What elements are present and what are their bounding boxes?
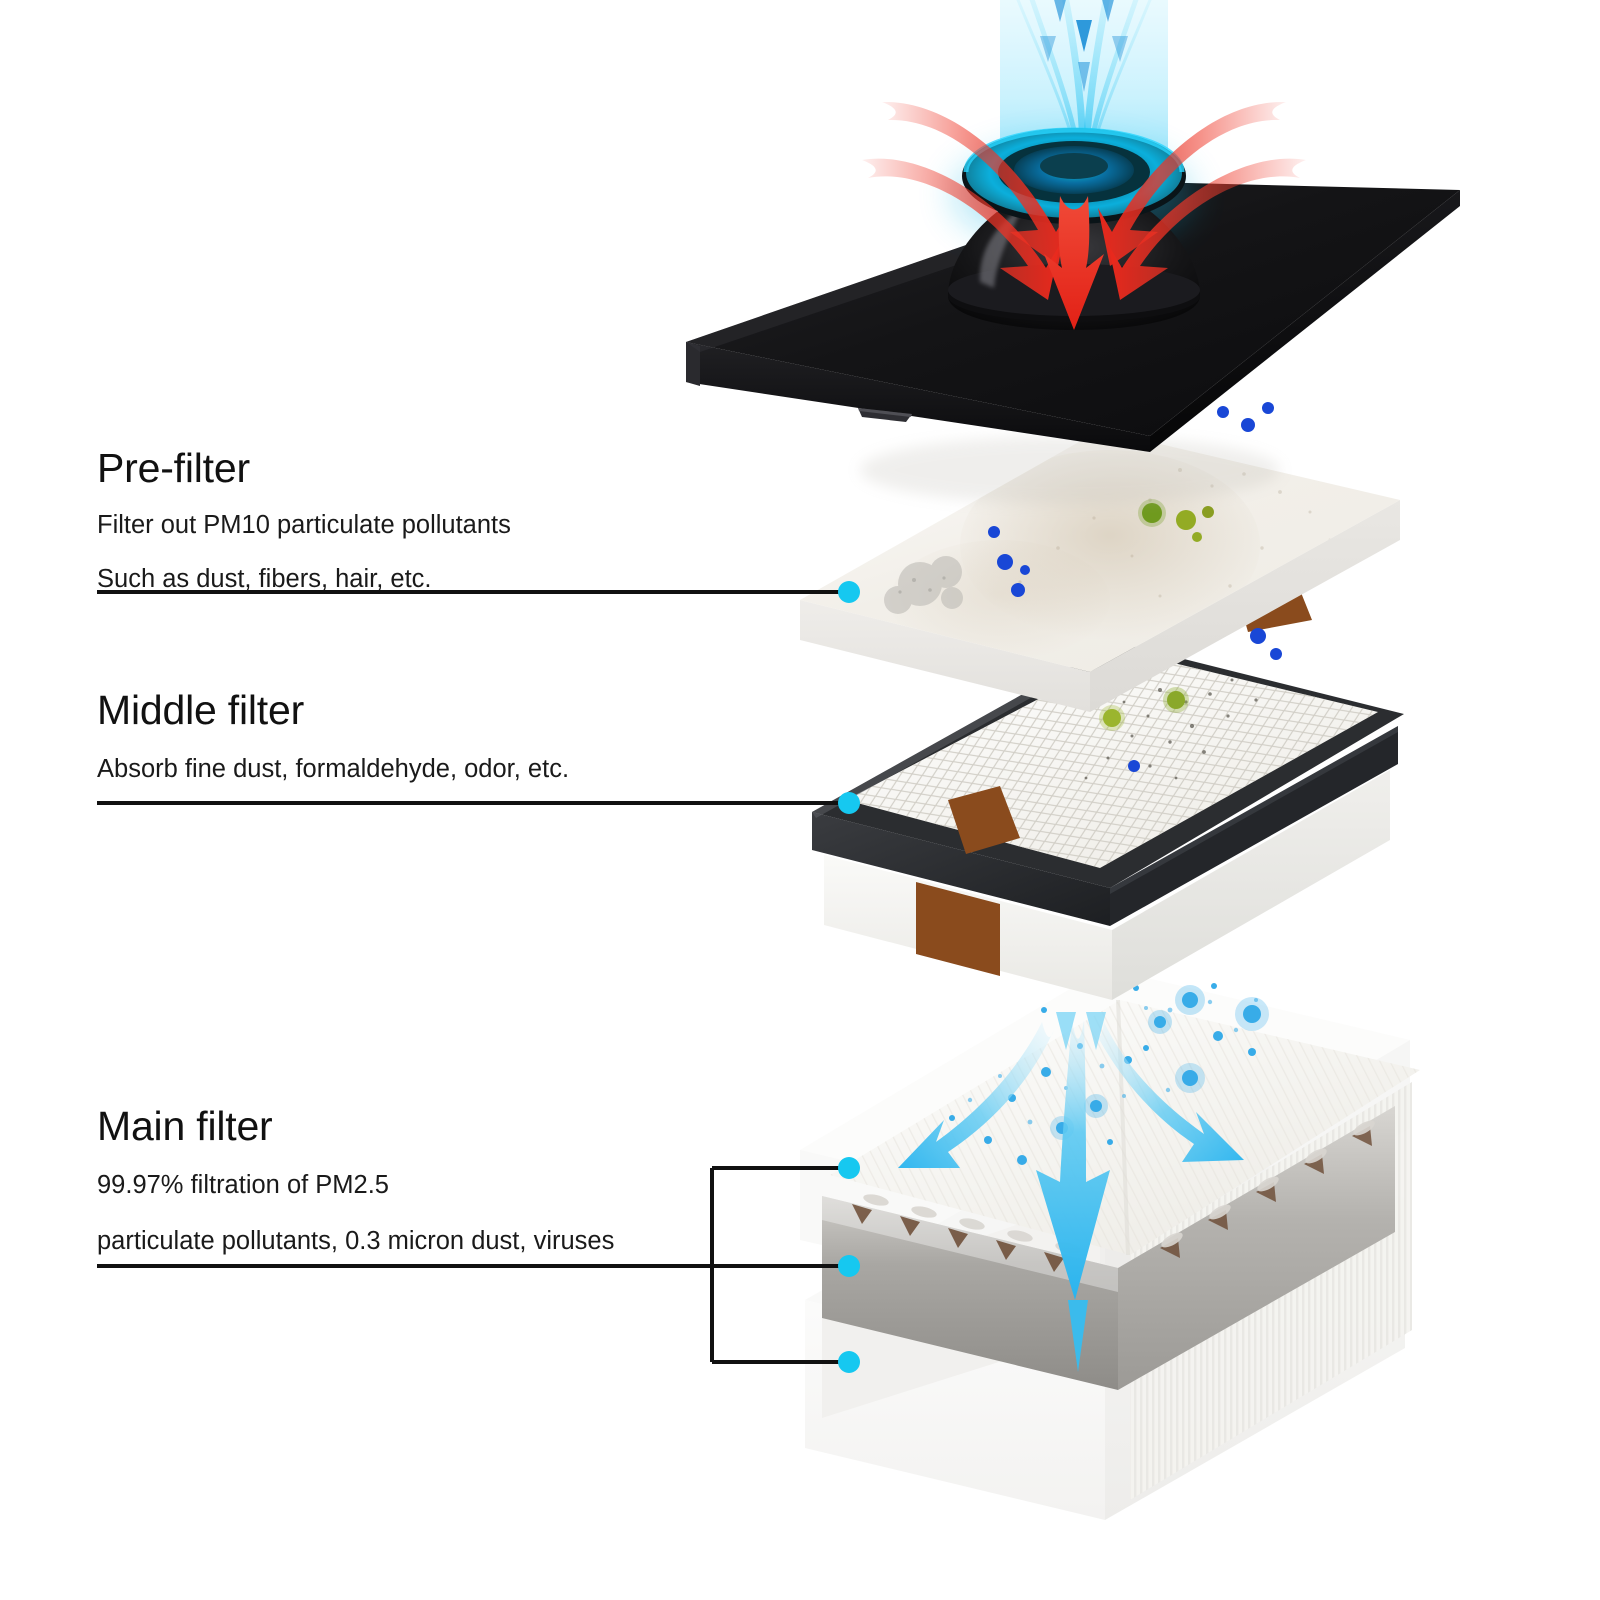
callout-desc-main-filter-line-1: 99.97% filtration of PM2.5	[97, 1171, 389, 1199]
marker-dot-middle-filter	[838, 792, 860, 814]
leader-main-filter	[97, 1157, 860, 1373]
callout-pre-filter: Pre-filter Filter out PM10 particulate p…	[97, 448, 511, 597]
intake-airflow-arrows	[862, 101, 1306, 330]
callout-title-main-filter: Main filter	[97, 1103, 273, 1149]
callout-main-filter: Main filter 99.97% filtration of PM2.5 p…	[97, 1106, 614, 1259]
leader-pre-filter	[97, 581, 860, 603]
callout-desc-pre-filter-line-1: Filter out PM10 particulate pollutants	[97, 511, 511, 539]
layer-top-cover	[686, 0, 1460, 504]
callout-desc-middle-filter-line-1: Absorb fine dust, formaldehyde, odor, et…	[97, 755, 570, 783]
callout-middle-filter: Middle filter Absorb fine dust, formalde…	[97, 690, 569, 787]
marker-dot-main-top	[838, 1157, 860, 1179]
callout-desc-pre-filter-line-2: Such as dust, fibers, hair, etc.	[97, 564, 432, 593]
status-slot-icon	[858, 408, 912, 422]
particles-middle-filter	[1099, 628, 1282, 772]
callout-desc-main-filter-line-2: particulate pollutants, 0.3 micron dust,…	[97, 1226, 615, 1255]
airflow-arrows-down	[898, 1012, 1244, 1372]
hepa-pleat-tips-right	[1160, 1120, 1375, 1258]
particles-pre-filter	[988, 402, 1274, 597]
marker-dot-pre-filter	[838, 581, 860, 603]
leader-middle-filter	[97, 792, 860, 814]
marker-dot-main-bottom	[838, 1351, 860, 1373]
marker-dot-main-middle	[838, 1255, 860, 1277]
callout-title-middle-filter: Middle filter	[97, 687, 305, 733]
callout-title-pre-filter: Pre-filter	[97, 445, 250, 491]
